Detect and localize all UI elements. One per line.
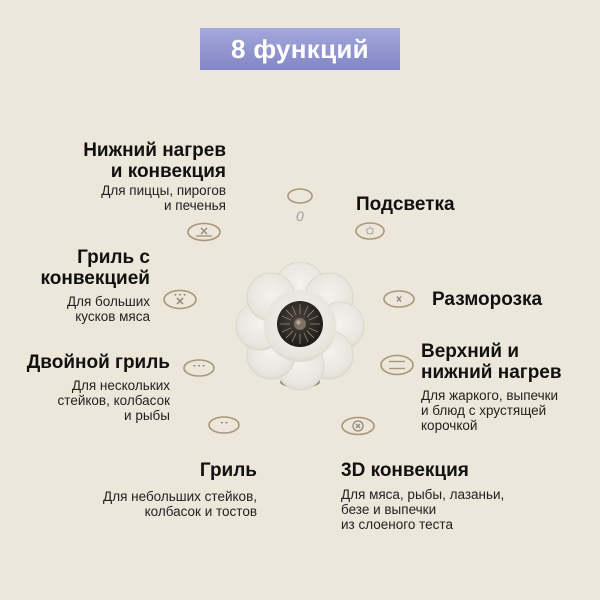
function-title: Подсветка	[356, 194, 455, 215]
functions-count-badge: 8 функций	[200, 28, 400, 70]
function-title: 3D конвекция	[341, 460, 469, 481]
function-title: Гриль	[199, 460, 257, 481]
lamp-icon	[355, 222, 385, 240]
function-3d-convection: 3D конвекция Для мяса, рыбы, лазаньи,без…	[341, 460, 551, 532]
white-flower-ceramic-knob	[235, 262, 365, 391]
function-title: Двойной гриль	[26, 352, 170, 373]
grill-fan-icon	[163, 289, 197, 310]
top-bottom-heat-icon	[380, 354, 414, 376]
3d-convection-icon	[341, 416, 375, 436]
function-title: Разморозка	[432, 289, 543, 310]
page-title: 8 функций	[231, 33, 369, 64]
function-defrost: Разморозка	[432, 289, 542, 310]
double-grill-icon	[183, 359, 215, 377]
bottom-heat-fan-icon	[187, 222, 221, 242]
defrost-icon	[383, 290, 415, 308]
svg-text:0: 0	[296, 208, 304, 224]
grill-icon	[208, 416, 240, 434]
function-light: Подсветка	[356, 194, 455, 215]
function-description: Для небольших стейков,колбасок и тостов	[103, 489, 257, 519]
function-grill: Гриль Для небольших стейков,колбасок и т…	[57, 460, 257, 519]
off-position-icon: 0	[287, 188, 313, 224]
